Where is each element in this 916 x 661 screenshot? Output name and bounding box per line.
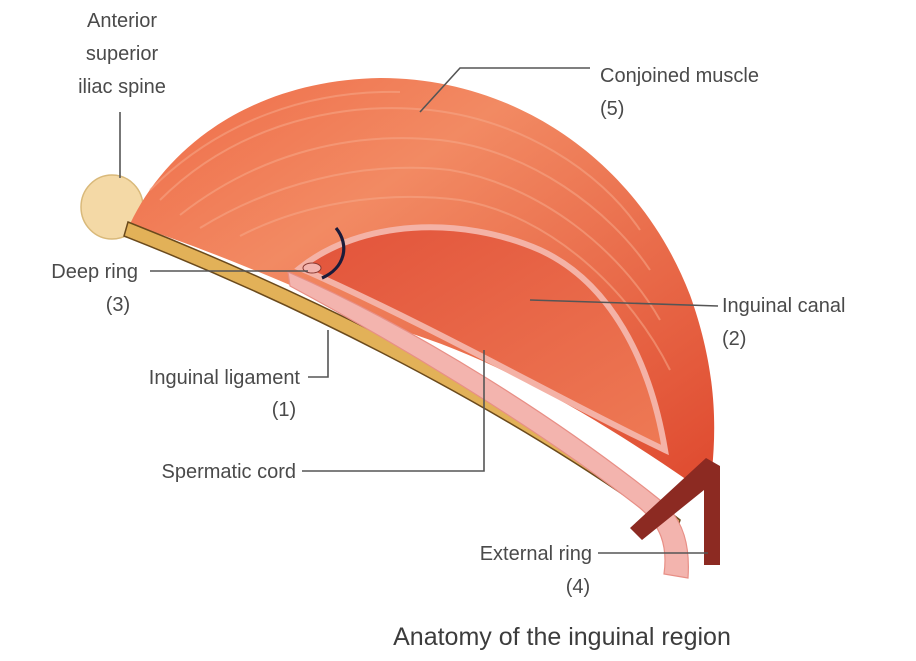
label-inguinal-ligament: Inguinal ligament	[149, 367, 301, 389]
label-asis-line1: Anterior	[87, 10, 157, 32]
label-spermatic-cord: Spermatic cord	[162, 461, 297, 483]
label-deep-ring-num: (3)	[106, 294, 130, 316]
label-deep-ring: Deep ring	[51, 261, 138, 283]
label-external-ring-num: (4)	[566, 576, 590, 598]
label-conjoined-muscle: Conjoined muscle	[600, 65, 759, 87]
label-inguinal-ligament-num: (1)	[272, 399, 296, 421]
leader-inguinal-ligament	[308, 330, 328, 377]
label-asis-line2: superior	[86, 43, 159, 65]
label-external-ring: External ring	[480, 543, 592, 565]
label-inguinal-canal: Inguinal canal	[722, 295, 845, 317]
diagram-caption: Anatomy of the inguinal region	[393, 623, 731, 651]
label-conjoined-num: (5)	[600, 98, 624, 120]
label-inguinal-canal-num: (2)	[722, 328, 746, 350]
label-asis-line3: iliac spine	[78, 76, 166, 98]
